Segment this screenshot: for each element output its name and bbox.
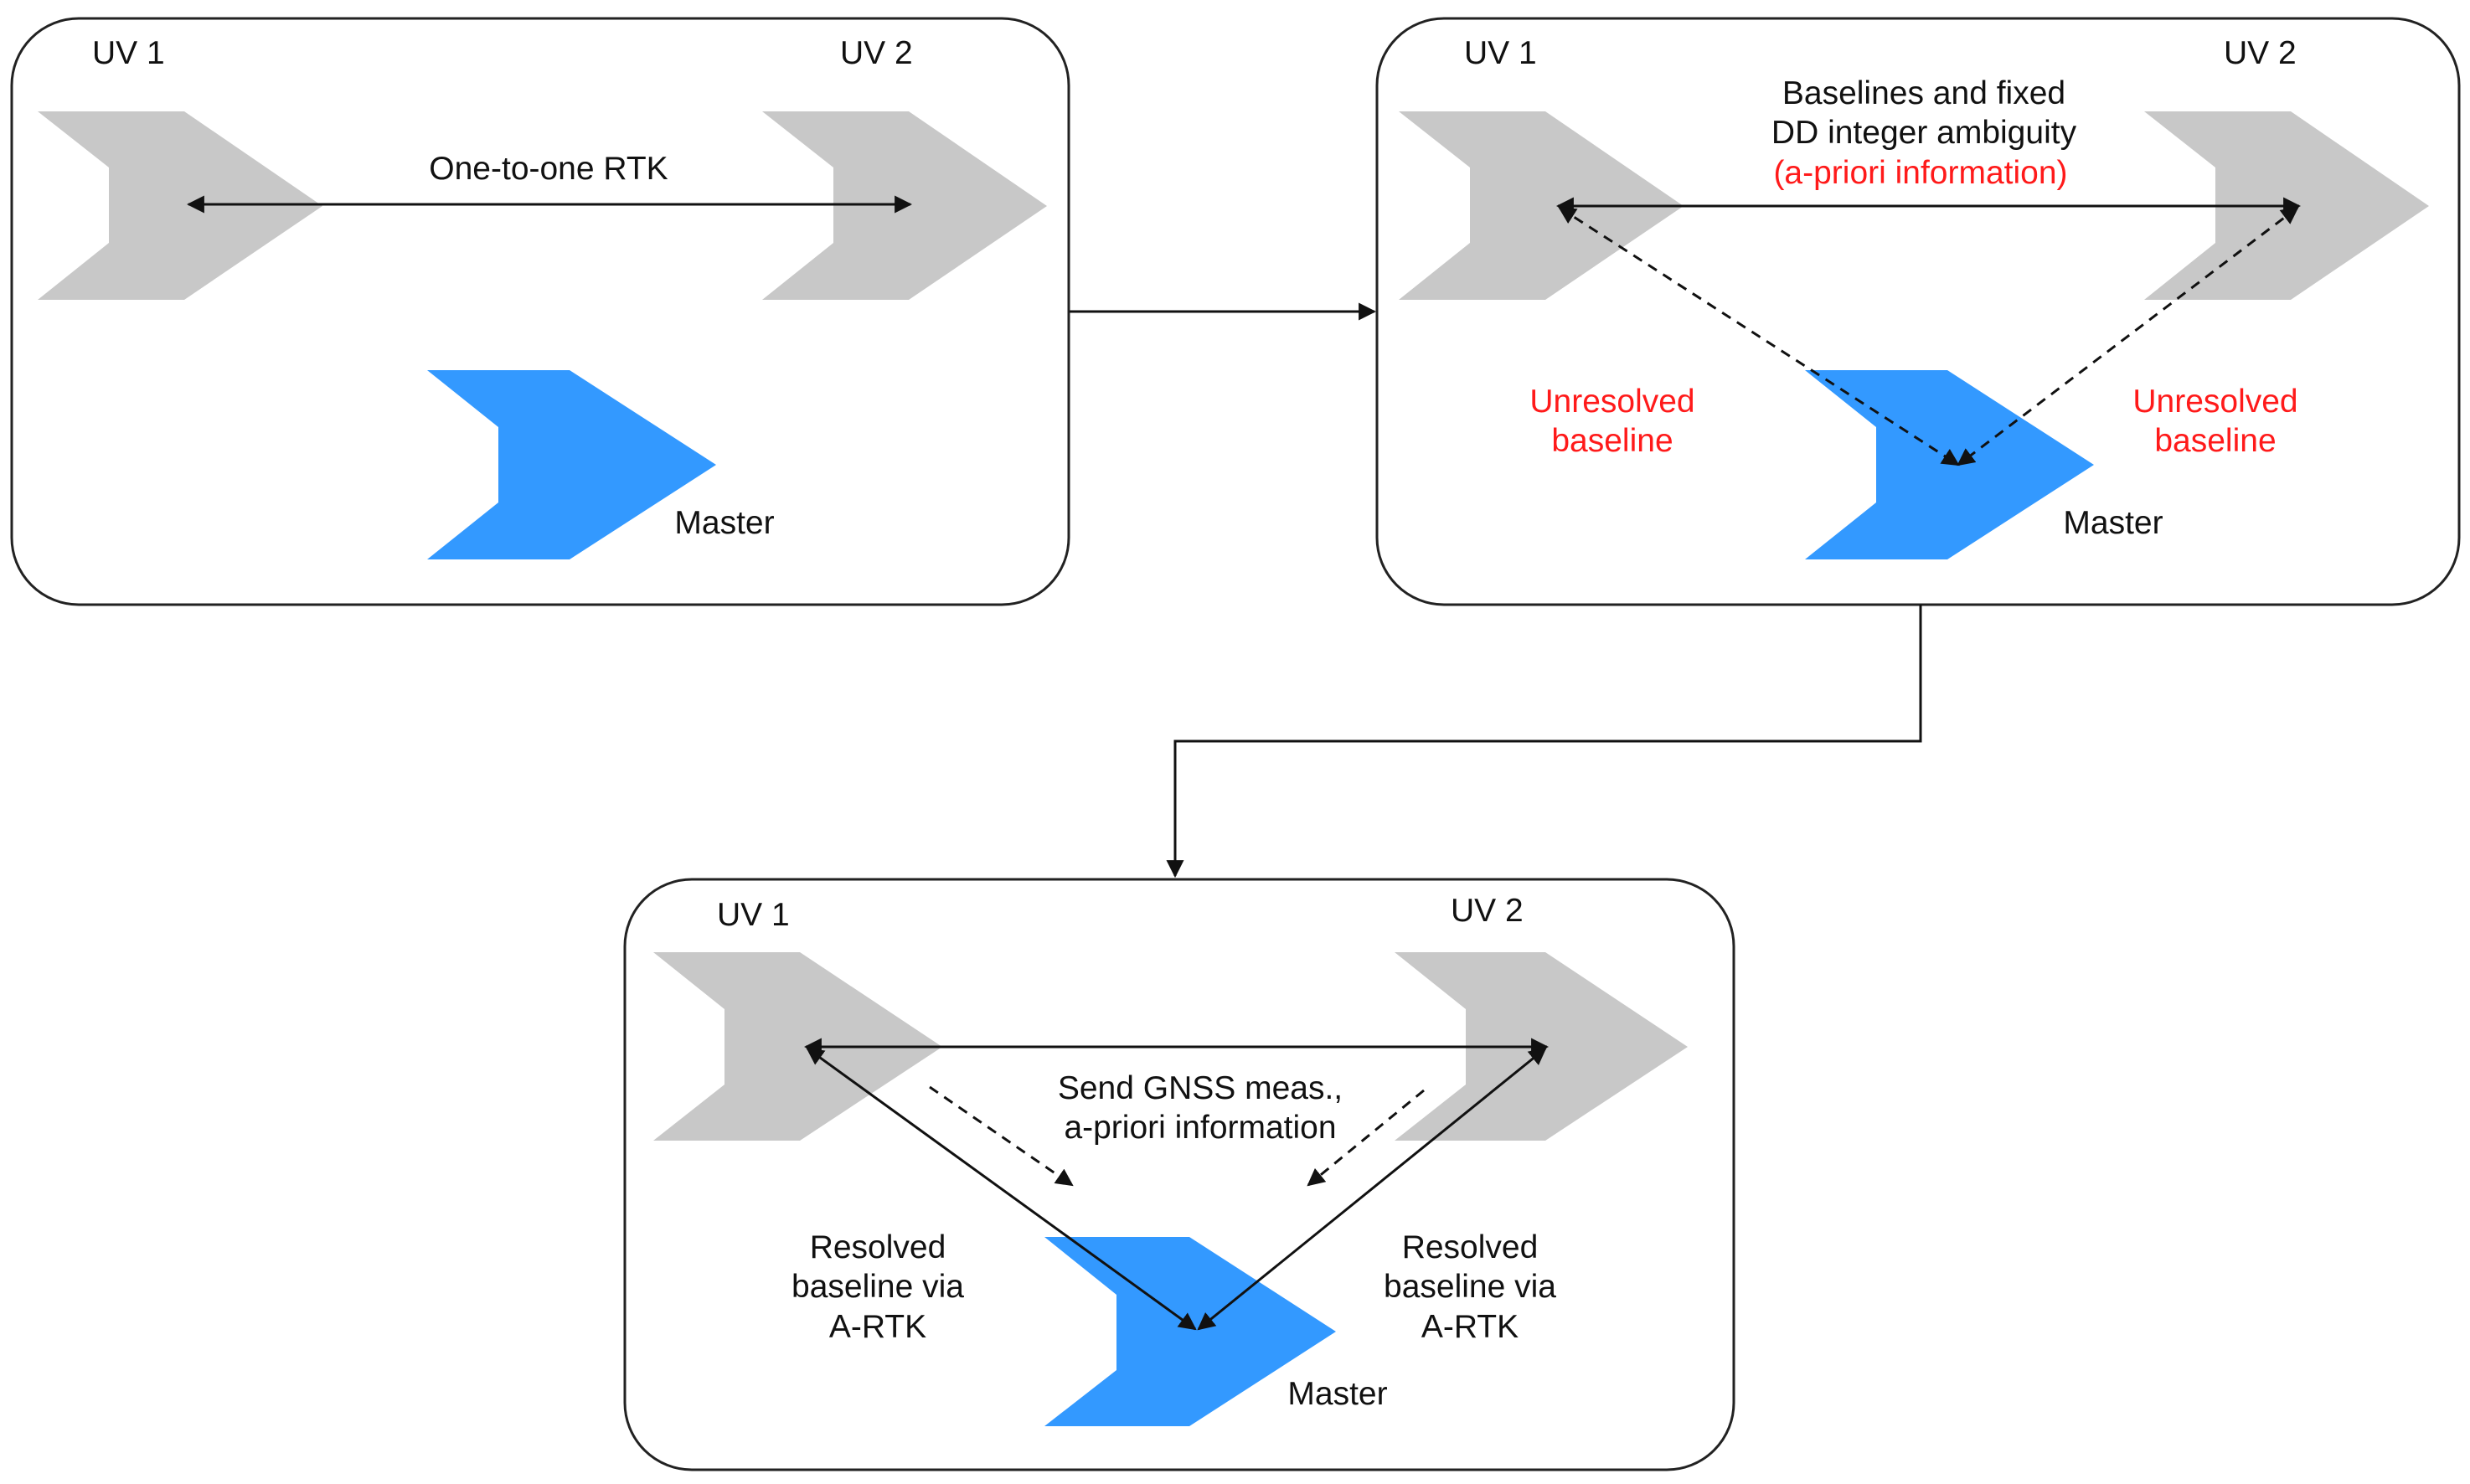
uv1-label: UV 1 bbox=[1464, 35, 1537, 71]
send-dashed-arrow-right bbox=[1307, 1089, 1425, 1187]
a-priori-information-label: (a-priori information) bbox=[1773, 155, 2067, 191]
one-to-one-rtk-label: One-to-one RTK bbox=[429, 151, 668, 187]
master-label: Master bbox=[1287, 1376, 1387, 1412]
send-dashed-arrow-left bbox=[929, 1085, 1074, 1187]
uv1-label: UV 1 bbox=[717, 897, 790, 933]
unresolved-baseline-left-line1: Unresolved bbox=[1529, 384, 1694, 420]
resolved-baseline-left-line2: baseline via bbox=[792, 1269, 964, 1305]
flow-arrow-panel2-to-panel3 bbox=[1166, 605, 1922, 879]
uv2-label: UV 2 bbox=[840, 35, 913, 71]
resolved-baseline-right-line2: baseline via bbox=[1384, 1269, 1556, 1305]
resolved-baseline-right-line3: A-RTK bbox=[1421, 1309, 1519, 1345]
uv1-master-resolved-baseline bbox=[806, 1047, 1197, 1331]
resolved-baseline-left-line1: Resolved bbox=[810, 1229, 946, 1265]
send-gnss-label-line1: Send GNSS meas., bbox=[1058, 1070, 1343, 1106]
send-gnss-label-line2: a-priori information bbox=[1064, 1110, 1336, 1146]
baselines-label-line1: Baselines and fixed bbox=[1782, 75, 2065, 111]
uv2-master-unresolved-baseline bbox=[1957, 206, 2299, 466]
uv1-label: UV 1 bbox=[92, 35, 165, 71]
unresolved-baseline-left-line2: baseline bbox=[1551, 423, 1673, 459]
uv1-shape bbox=[38, 111, 322, 300]
master-label: Master bbox=[674, 505, 774, 541]
resolved-baseline-right-line1: Resolved bbox=[1402, 1229, 1539, 1265]
uv2-master-resolved-baseline bbox=[1197, 1047, 1547, 1331]
unresolved-baseline-right-line2: baseline bbox=[2154, 423, 2276, 459]
uv1-master-unresolved-baseline bbox=[1558, 206, 1960, 466]
master-label: Master bbox=[2063, 505, 2163, 541]
baselines-label-line2: DD integer ambiguity bbox=[1771, 115, 2077, 151]
uv2-label: UV 2 bbox=[2224, 35, 2297, 71]
uv2-label: UV 2 bbox=[1451, 893, 1524, 929]
master-shape bbox=[427, 370, 716, 559]
unresolved-baseline-right-line1: Unresolved bbox=[2132, 384, 2297, 420]
resolved-baseline-left-line3: A-RTK bbox=[829, 1309, 926, 1345]
panel-one-to-one-rtk bbox=[10, 17, 1070, 606]
